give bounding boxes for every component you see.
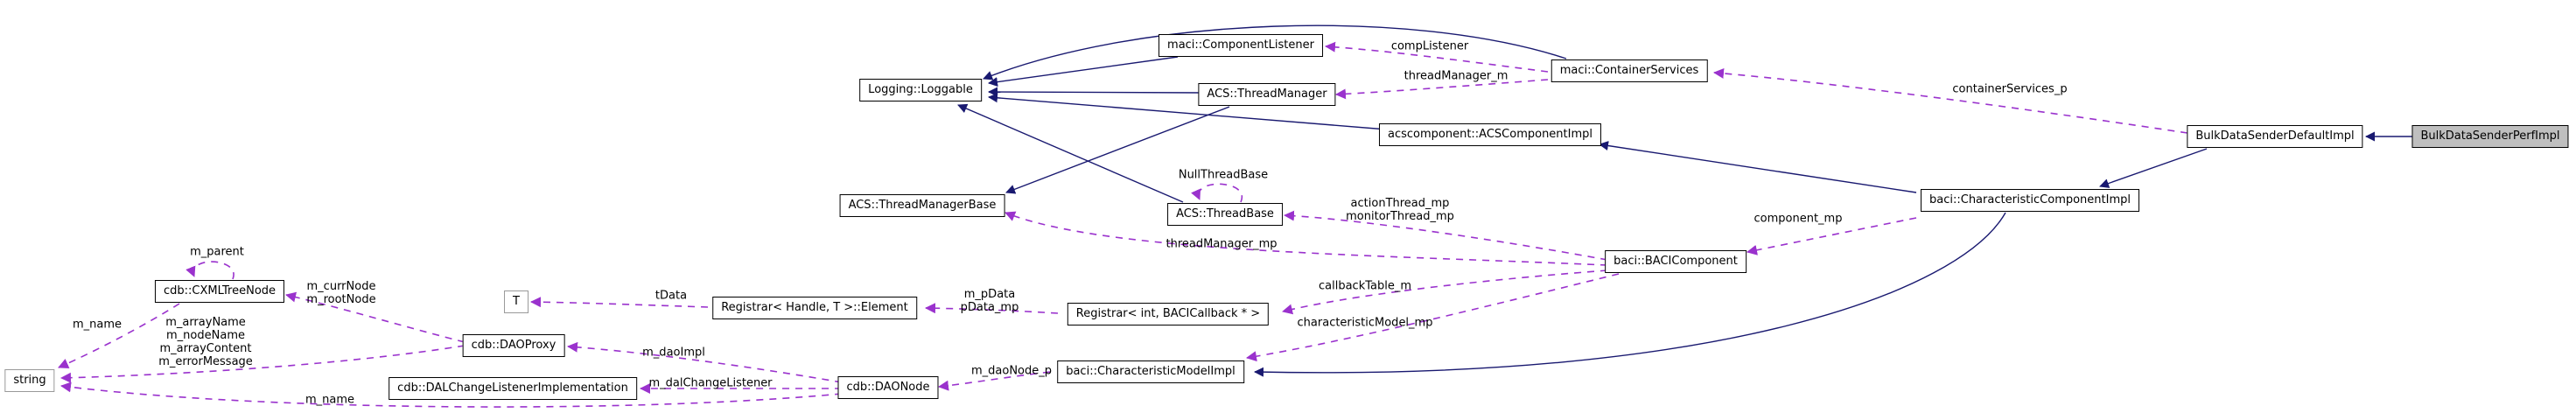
edge-char-component-to-char-model: [1254, 212, 2006, 377]
edge-baci-component-to-thread-base: [1284, 210, 1608, 261]
edge-char-component-to-acs-component-impl: [1599, 141, 1917, 193]
class-node-loggable[interactable]: Logging::Loggable: [859, 79, 982, 102]
edge-label-containerServices_p: containerServices_p: [1952, 83, 2067, 96]
edge-label-line: m_daoNode_p: [970, 364, 1053, 378]
edge-label-line: m_errorMessage: [158, 355, 253, 368]
edge-label-m_daoNode_p: m_daoNode_p: [971, 365, 1052, 378]
edge-label-line: m_nodeName: [166, 329, 245, 342]
edge-baci-component-to-thread-mgr-base: [1004, 211, 1608, 266]
class-node-string[interactable]: string: [4, 369, 55, 392]
edge-label-m_parent: m_parent: [190, 246, 244, 259]
edge-label-line: threadManager_mp: [1166, 237, 1278, 251]
class-node-acs-component-impl[interactable]: acscomponent::ACSComponentImpl: [1378, 123, 1602, 146]
class-node-thread-mgr-base[interactable]: ACS::ThreadManagerBase: [839, 194, 1005, 217]
class-node-component-listener[interactable]: maci::ComponentListener: [1158, 34, 1323, 57]
edge-label-line: actionThread_mp: [1350, 197, 1450, 210]
edge-container-services-to-loggable: [983, 24, 1567, 80]
class-node-baci-component[interactable]: baci::BACIComponent: [1605, 250, 1746, 273]
edge-char-model-to-dao-node: [938, 371, 1051, 391]
edge-char-component-to-baci-component: [1746, 217, 1917, 256]
edge-cxml-tree-node-to-cxml-tree-node: [186, 261, 234, 280]
edge-dao-node-to-string: [60, 382, 843, 408]
class-node-cxml-tree-node[interactable]: cdb::CXMLTreeNode: [154, 280, 285, 303]
edge-label-line: NullThreadBase: [1178, 168, 1269, 182]
edge-bulk-default-to-container-services: [1713, 67, 2188, 134]
edge-dao-proxy-to-string: [60, 345, 466, 383]
edge-baci-component-to-char-model: [1246, 273, 1620, 362]
edge-label-threadManager_m: threadManager_m: [1404, 70, 1508, 83]
edge-label-threadManager_mp: threadManager_mp: [1166, 238, 1277, 251]
edge-thread-base-to-thread-base: [1191, 183, 1243, 203]
edge-label-line: m_daoImpl: [642, 346, 705, 360]
edge-reg-element-to-t-param: [530, 297, 709, 308]
edge-container-services-to-component-listener: [1325, 41, 1549, 73]
class-node-dal-change-listener[interactable]: cdb::DALChangeListenerImplementation: [388, 377, 637, 400]
edge-label-line: m_arrayName: [165, 316, 246, 329]
class-node-thread-manager[interactable]: ACS::ThreadManager: [1198, 83, 1336, 106]
edge-thread-base-to-loggable: [957, 103, 1184, 203]
edge-dao-node-to-dao-proxy: [567, 341, 843, 383]
edge-label-component_mp: component_mp: [1754, 213, 1843, 226]
edge-label-m_name: m_name: [73, 318, 122, 332]
class-node-char-component[interactable]: baci::CharacteristicComponentImpl: [1921, 189, 2139, 212]
class-node-dao-proxy[interactable]: cdb::DAOProxy: [462, 334, 565, 357]
edge-label-line: characteristicModel_mp: [1297, 316, 1433, 330]
edge-label-line: m_arrayContent: [159, 342, 252, 355]
edge-label-line: compListener: [1390, 39, 1469, 53]
class-node-char-model[interactable]: baci::CharacteristicModelImpl: [1057, 360, 1244, 383]
edge-label-m_dalChangeListener: m_dalChangeListener: [648, 377, 772, 390]
edge-label-line: m_dalChangeListener: [648, 376, 773, 390]
edge-reg-int-to-reg-element: [925, 303, 1059, 314]
edge-label-line: m_name: [304, 393, 355, 407]
edge-label-m_name: m_name: [305, 394, 354, 407]
class-node-bulk-perf[interactable]: BulkDataSenderPerfImpl: [2412, 125, 2569, 148]
class-node-reg-int[interactable]: Registrar< int, BACICallback * >: [1067, 303, 1270, 326]
class-node-container-services[interactable]: maci::ContainerServices: [1550, 60, 1708, 82]
edge-label-m_daoImpl: m_daoImpl: [642, 346, 705, 360]
edge-label-line: monitorThread_mp: [1346, 210, 1454, 223]
edge-label-line: m_pData: [963, 288, 1016, 301]
class-node-dao-node[interactable]: cdb::DAONode: [837, 376, 939, 399]
edge-label-NullThreadBase: NullThreadBase: [1179, 169, 1268, 182]
edge-label-line: pData_mp: [960, 301, 1019, 314]
edge-label-line: threadManager_m: [1404, 69, 1508, 83]
edge-label-line: callbackTable_m: [1318, 279, 1412, 293]
edge-container-services-to-thread-manager: [1335, 79, 1549, 100]
edge-thread-manager-to-thread-mgr-base: [1005, 106, 1230, 194]
edge-thread-manager-to-loggable: [988, 87, 1203, 97]
edge-label-line: m_name: [72, 318, 122, 332]
edge-label-line: containerServices_p: [1952, 82, 2068, 96]
class-node-thread-base[interactable]: ACS::ThreadBase: [1167, 203, 1283, 226]
edge-label-line: m_rootNode: [306, 293, 376, 306]
edge-label-tData: tData: [655, 290, 687, 303]
edge-cxml-tree-node-to-string: [58, 303, 180, 369]
edge-dao-proxy-to-cxml-tree-node: [285, 291, 466, 343]
edge-label-characteristicModel_mp: characteristicModel_mp: [1298, 317, 1433, 330]
edge-acs-component-impl-to-loggable: [988, 93, 1388, 130]
edge-label-compListener: compListener: [1391, 40, 1468, 53]
edge-label-line: component_mp: [1754, 212, 1843, 226]
edge-label-callbackTable_m: callbackTable_m: [1319, 280, 1411, 293]
edge-label-line: m_currNode: [306, 280, 376, 293]
class-node-bulk-default[interactable]: BulkDataSenderDefaultImpl: [2187, 125, 2363, 148]
edge-baci-component-to-reg-int: [1282, 270, 1608, 315]
class-node-reg-element[interactable]: Registrar< Handle, T >::Element: [712, 297, 917, 319]
edge-component-listener-to-loggable: [988, 56, 1179, 88]
edge-label-line: m_parent: [190, 245, 244, 259]
edge-bulk-default-to-char-component: [2099, 148, 2208, 188]
class-node-t-param[interactable]: T: [504, 290, 528, 313]
edge-label-line: tData: [654, 289, 688, 303]
